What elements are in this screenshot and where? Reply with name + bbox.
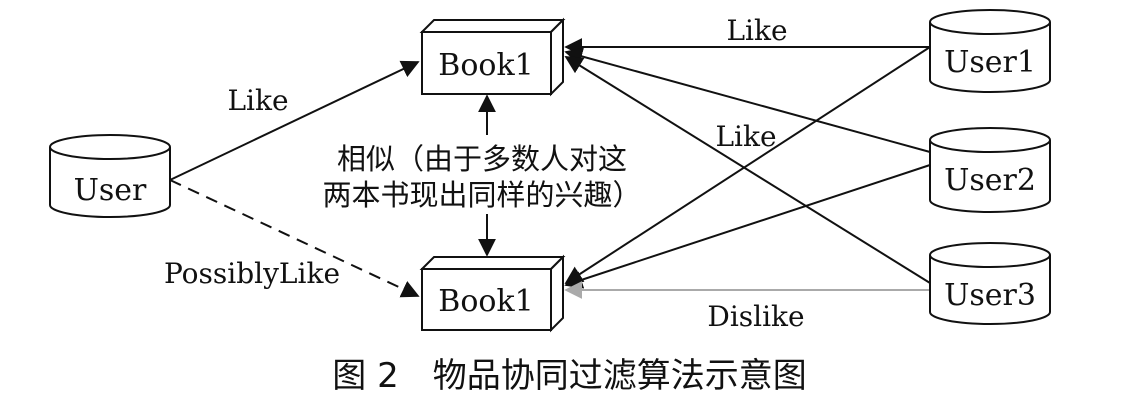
figure-caption: 图 2 物品协同过滤算法示意图 — [332, 356, 807, 396]
edge-user-possiblylike-book-bottom — [169, 179, 420, 298]
user-node-label: User — [74, 173, 147, 208]
edge-user2-book-top — [564, 47, 931, 153]
edge-label-possiblylike: PossiblyLike — [164, 257, 340, 290]
edge-user1-book-bottom — [564, 46, 931, 284]
edges — [169, 38, 931, 299]
edge-label-dislike: Dislike — [707, 300, 804, 333]
user1-node: User1 — [929, 9, 1051, 93]
user-node: User — [49, 134, 171, 218]
user2-label: User2 — [944, 163, 1036, 198]
edge-user3-book-top — [564, 56, 931, 284]
user1-label: User1 — [944, 45, 1036, 80]
book-top-label: Book1 — [438, 48, 533, 83]
collaborative-filtering-diagram: User Book1 Book1 User1 User2 User3 Like … — [49, 9, 1051, 333]
book-bottom-node: Book1 — [419, 254, 566, 333]
similarity-note-line1: 相似（由于多数人对这 — [337, 142, 627, 176]
edge-label-mid-like: Like — [715, 120, 776, 153]
user2-node: User2 — [929, 127, 1051, 213]
edge-user-like-book-top — [169, 60, 420, 181]
edge-label-user1-like: Like — [726, 14, 787, 47]
similarity-note-line2: 两本书现出同样的兴趣） — [322, 178, 641, 212]
user3-label: User3 — [944, 278, 1036, 313]
book-top-node: Book1 — [419, 17, 566, 97]
book-bottom-label: Book1 — [438, 284, 533, 319]
edge-user2-book-bottom — [564, 164, 931, 289]
user3-node: User3 — [929, 242, 1051, 325]
edge-label-user-like: Like — [227, 84, 288, 117]
